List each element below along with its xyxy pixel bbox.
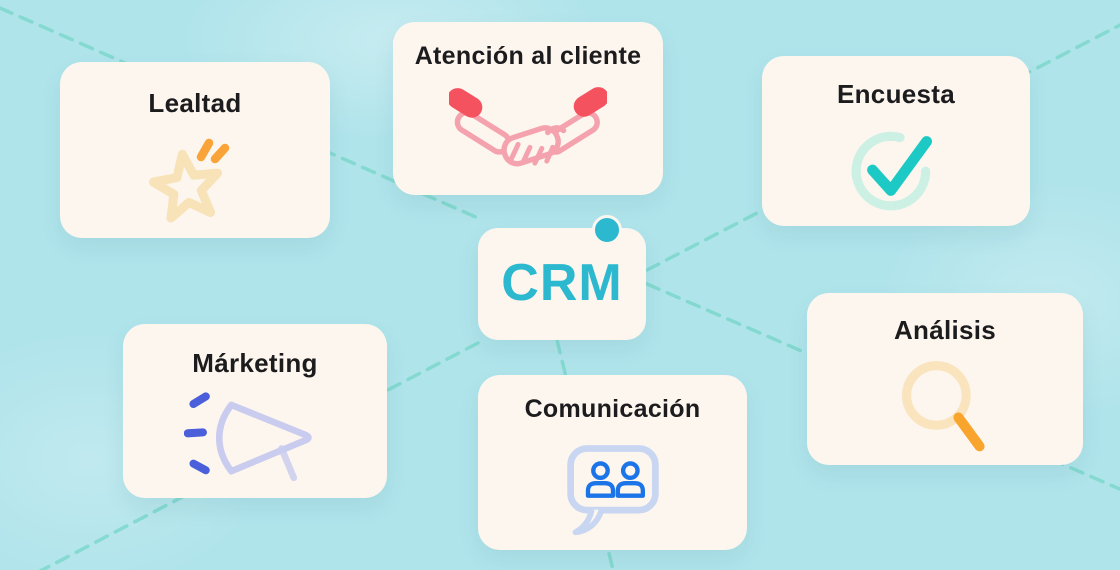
crm-label: CRM: [501, 254, 623, 312]
card-marketing: Márketing: [123, 324, 387, 498]
card-title: Márketing: [192, 348, 318, 378]
card-encuesta: Encuesta: [762, 56, 1030, 226]
card-title: Atención al cliente: [414, 42, 642, 70]
handshake-icon: [449, 87, 607, 167]
card-analisis: Análisis: [807, 293, 1083, 465]
card-atencion-al-cliente: Atención al cliente: [393, 22, 663, 195]
card-comunicacion: Comunicación: [478, 375, 747, 550]
checkmark-circle-icon: [851, 131, 933, 211]
chat-users-icon: [566, 445, 659, 536]
card-lealtad: Lealtad: [60, 62, 330, 238]
card-title: Comunicación: [524, 395, 701, 423]
magnifying-glass-icon: [902, 360, 985, 451]
megaphone-icon: [184, 391, 312, 481]
star-sparkle-icon: [149, 138, 230, 222]
crm-card: CRM: [478, 215, 646, 340]
card-title: Encuesta: [836, 79, 955, 109]
connector-topleft-to-crm: [0, 6, 480, 220]
card-title: Lealtad: [148, 88, 242, 118]
crm-dot: [592, 215, 622, 245]
card-title: Análisis: [893, 315, 997, 345]
